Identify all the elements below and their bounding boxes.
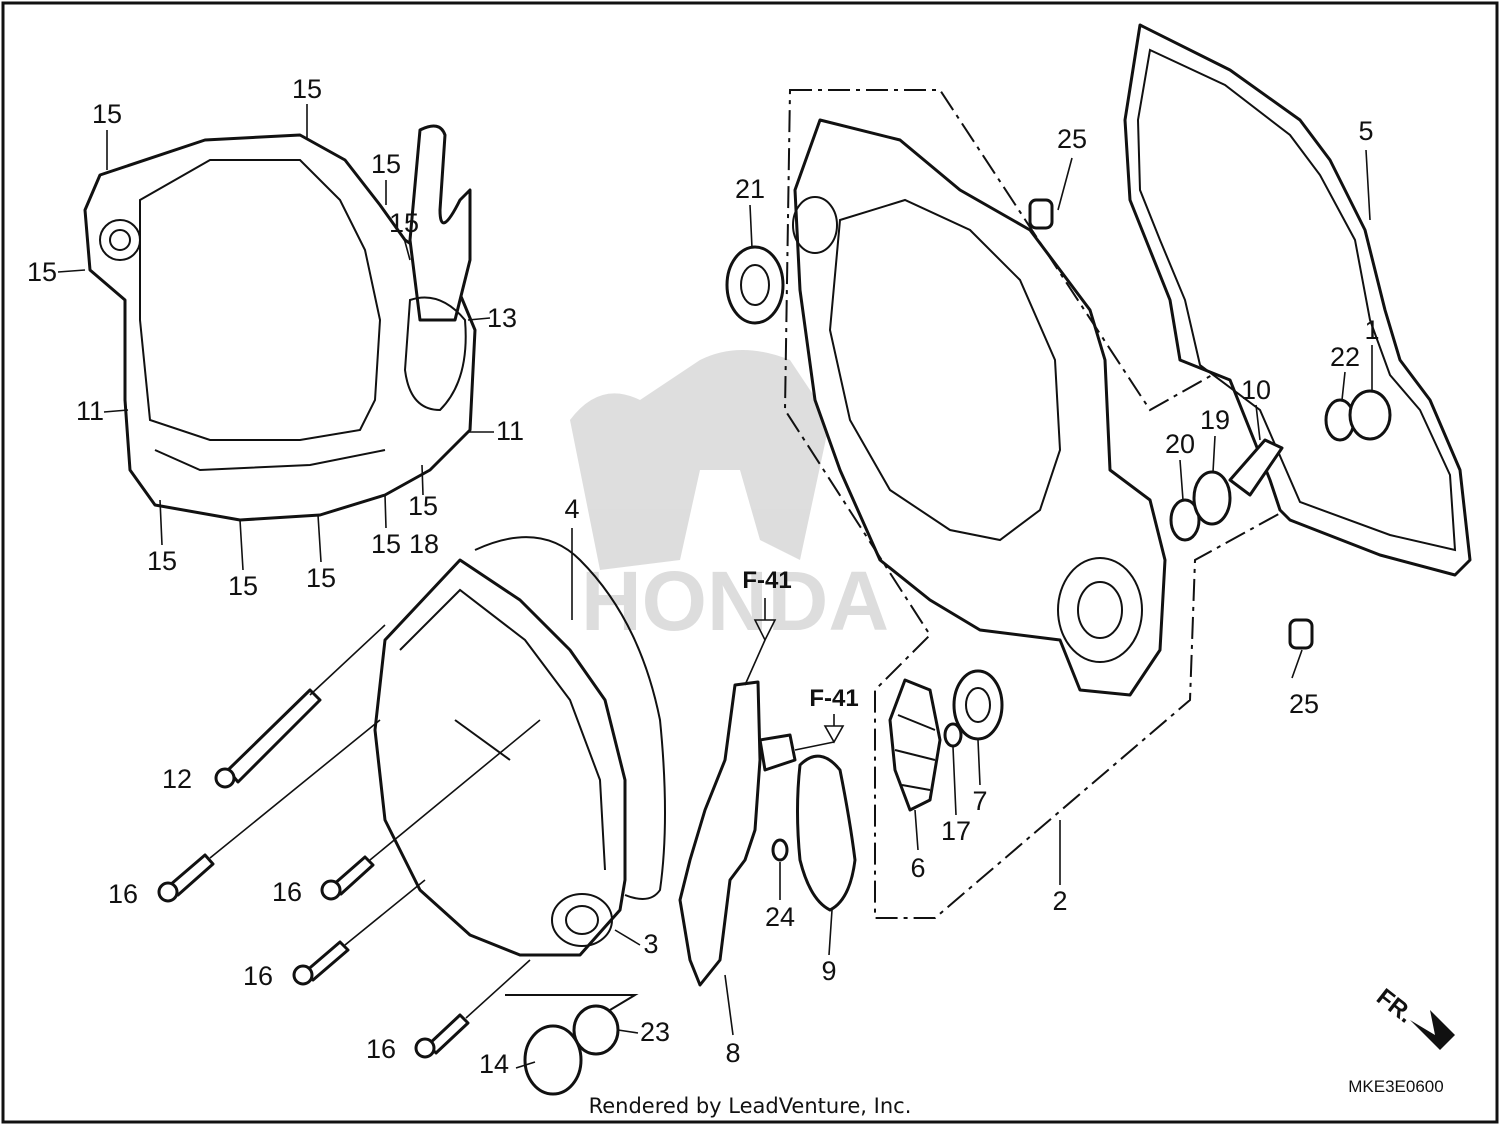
ref-f41-a: F-41 bbox=[742, 567, 792, 686]
callout-15: 15 bbox=[92, 99, 122, 129]
ref-label: F-41 bbox=[809, 685, 858, 712]
callout-1: 1 bbox=[1364, 315, 1379, 345]
callout-19: 19 bbox=[1200, 405, 1230, 435]
bolt-16c bbox=[292, 940, 350, 986]
diagram-code: MKE3E0600 bbox=[1348, 1077, 1443, 1096]
callout-3: 3 bbox=[643, 929, 658, 959]
oil-seal-20 bbox=[1169, 498, 1201, 542]
callout-2: 2 bbox=[1052, 886, 1067, 916]
seal-7 bbox=[952, 669, 1004, 741]
gasket-9 bbox=[796, 754, 857, 912]
water-hose-joint-8 bbox=[678, 680, 797, 987]
callout-25: 25 bbox=[1057, 124, 1087, 154]
callout-15: 15 bbox=[371, 149, 401, 179]
ref-label: F-41 bbox=[742, 567, 791, 594]
callout-15: 15 bbox=[292, 74, 322, 104]
impeller-6 bbox=[888, 678, 942, 812]
bolt-16b bbox=[320, 855, 375, 901]
dowel-pin-25a bbox=[1028, 198, 1054, 230]
pump-shaft-10 bbox=[1228, 438, 1284, 497]
callout-16: 16 bbox=[108, 879, 138, 909]
callout-12: 12 bbox=[162, 764, 192, 794]
callout-10: 10 bbox=[1241, 375, 1271, 405]
o-ring-23 bbox=[572, 1004, 620, 1056]
callout-17: 17 bbox=[941, 816, 971, 846]
callout-16: 16 bbox=[243, 961, 273, 991]
callout-15: 15 bbox=[371, 529, 401, 559]
callout-8: 8 bbox=[725, 1038, 740, 1068]
callout-22: 22 bbox=[1330, 342, 1360, 372]
callout-labels: 15 15 15 15 15 15 15 15 15 15 13 11 11 1… bbox=[27, 74, 1380, 1079]
front-direction-label: FR. bbox=[1371, 983, 1418, 1028]
gasket-5 bbox=[1123, 23, 1472, 577]
dowel-pin-25b bbox=[1288, 618, 1314, 650]
collar-1 bbox=[1348, 389, 1392, 441]
cap-bracket bbox=[505, 994, 639, 1011]
bolt-16a bbox=[157, 853, 215, 903]
callout-15: 15 bbox=[228, 571, 258, 601]
callout-23: 23 bbox=[640, 1017, 670, 1047]
cap-14 bbox=[523, 1024, 583, 1096]
callout-7: 7 bbox=[972, 786, 987, 816]
credit-text: Rendered by LeadVenture, Inc. bbox=[589, 1094, 912, 1118]
crankcase-cover-2 bbox=[792, 118, 1167, 697]
callout-15: 15 bbox=[306, 563, 336, 593]
callout-21: 21 bbox=[735, 174, 765, 204]
callout-16: 16 bbox=[366, 1034, 396, 1064]
callout-25: 25 bbox=[1289, 689, 1319, 719]
washer-17 bbox=[943, 722, 963, 748]
honda-watermark: HONDA bbox=[570, 350, 889, 648]
callout-6: 6 bbox=[910, 853, 925, 883]
callout-5: 5 bbox=[1358, 116, 1373, 146]
outer-cover-3 bbox=[373, 558, 627, 957]
callout-11: 11 bbox=[76, 396, 104, 426]
callout-15: 15 bbox=[389, 208, 419, 238]
cover-2-boundary bbox=[783, 89, 1297, 919]
bearing-19 bbox=[1192, 470, 1232, 526]
callout-14: 14 bbox=[479, 1049, 509, 1079]
callout-16: 16 bbox=[272, 877, 302, 907]
callout-20: 20 bbox=[1165, 429, 1195, 459]
oil-seal-21 bbox=[725, 245, 785, 325]
dowel-24 bbox=[771, 838, 789, 862]
callout-4: 4 bbox=[564, 494, 579, 524]
callout-leaders bbox=[57, 104, 1373, 1069]
callout-24: 24 bbox=[765, 902, 795, 932]
callout-15: 15 bbox=[408, 491, 438, 521]
front-direction-arrow bbox=[1410, 1010, 1455, 1050]
callout-18: 18 bbox=[409, 529, 439, 559]
inner-cover-assembly bbox=[83, 124, 477, 522]
bolt-16d bbox=[414, 1013, 470, 1059]
callout-13: 13 bbox=[487, 303, 517, 333]
callout-9: 9 bbox=[821, 956, 836, 986]
ref-f41-b: F-41 bbox=[794, 685, 859, 751]
watermark-text: HONDA bbox=[581, 554, 889, 648]
callout-15: 15 bbox=[147, 546, 177, 576]
callout-11: 11 bbox=[496, 416, 524, 446]
bolt-12 bbox=[214, 688, 322, 789]
cable-4 bbox=[474, 536, 666, 900]
callout-15: 15 bbox=[27, 257, 57, 287]
